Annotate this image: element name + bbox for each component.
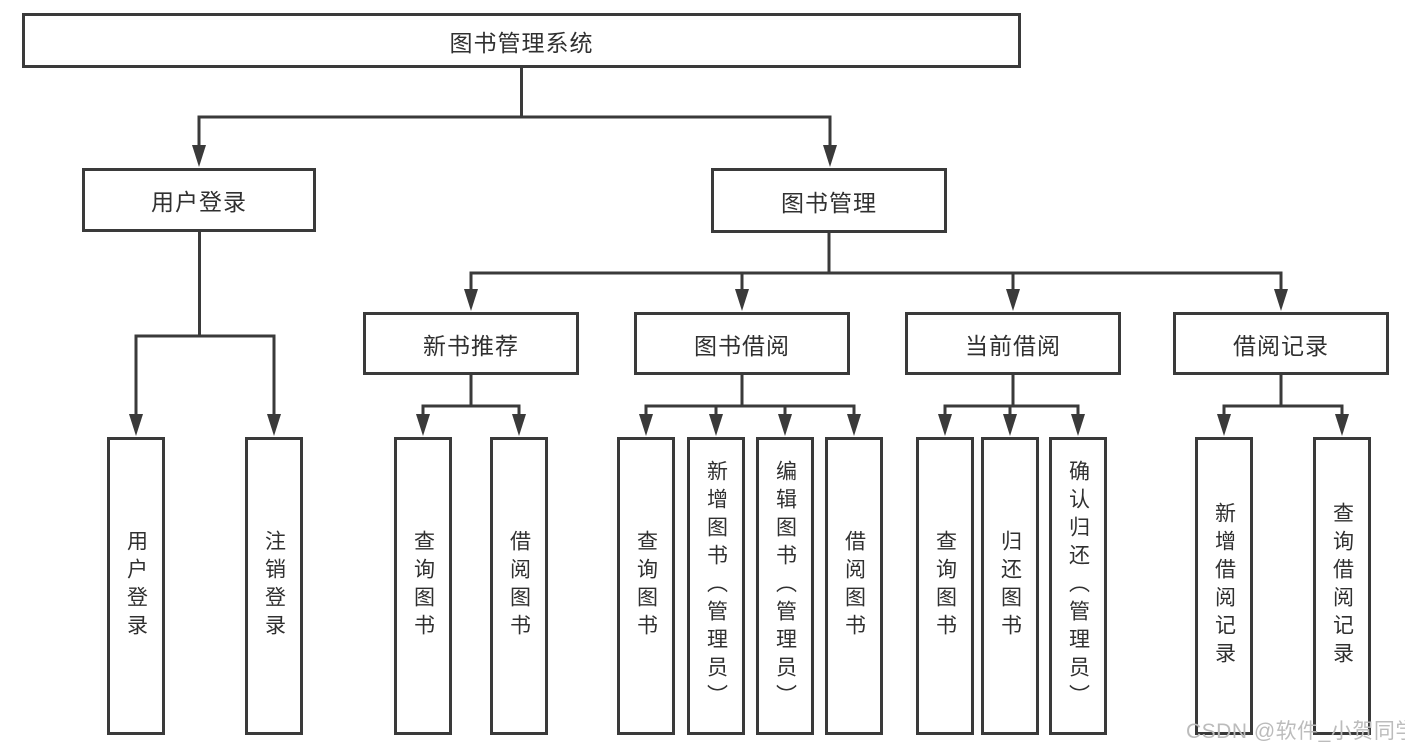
- arrowhead-icon: [847, 414, 861, 436]
- csdn-watermark: CSDN @软件_小贺同学: [1186, 720, 1405, 743]
- arrowhead-icon: [1217, 414, 1231, 436]
- connector-newbooks-to-leaves: [421, 375, 521, 416]
- connector-records-to-leaves: [1222, 375, 1344, 416]
- arrowhead-icon: [1071, 414, 1085, 436]
- connector-userlogin-to-leaves: [134, 232, 276, 416]
- arrowhead-icon: [267, 414, 281, 436]
- connector-paths: [134, 68, 1344, 416]
- node-new-book-recommendation: 新书推荐: [363, 312, 579, 375]
- arrowhead-icon: [938, 414, 952, 436]
- node-current-borrowing: 当前借阅: [905, 312, 1121, 375]
- node-borrowing-records: 借阅记录: [1173, 312, 1389, 375]
- connector-borrowing-to-leaves: [644, 375, 856, 416]
- arrowhead-icon: [512, 414, 526, 436]
- arrowhead-icon: [192, 145, 206, 167]
- leaf-confirm-return-admin: 确认归还（管理员）: [1049, 437, 1107, 735]
- node-book-management-module: 图书管理: [711, 168, 947, 233]
- node-library-management-system: 图书管理系统: [22, 13, 1021, 68]
- arrowhead-icon: [823, 145, 837, 167]
- leaf-user-login: 用户登录: [107, 437, 165, 735]
- arrowhead-icon: [416, 414, 430, 436]
- arrowhead-icon: [709, 414, 723, 436]
- connector-current-to-leaves: [943, 375, 1080, 416]
- leaf-query-books-borrowing: 查询图书: [617, 437, 675, 735]
- leaf-add-borrow-record: 新增借阅记录: [1195, 437, 1253, 735]
- node-user-login-module: 用户登录: [82, 168, 316, 232]
- connector-bookmgmt-to-level3: [469, 233, 1283, 291]
- arrowhead-icon: [1003, 414, 1017, 436]
- arrowhead-icon: [735, 289, 749, 311]
- leaf-query-books-newbooks: 查询图书: [394, 437, 452, 735]
- arrowhead-icon: [1274, 289, 1288, 311]
- leaf-logout: 注销登录: [245, 437, 303, 735]
- arrowhead-icon: [129, 414, 143, 436]
- leaf-edit-books-admin: 编辑图书（管理员）: [756, 437, 814, 735]
- arrowhead-icon: [639, 414, 653, 436]
- arrowhead-icon: [1335, 414, 1349, 436]
- leaf-query-borrow-record: 查询借阅记录: [1313, 437, 1371, 735]
- arrowheads: [129, 145, 1349, 436]
- arrowhead-icon: [464, 289, 478, 311]
- arrowhead-icon: [1006, 289, 1020, 311]
- leaf-add-books-admin: 新增图书（管理员）: [687, 437, 745, 735]
- leaf-borrow-books-newbooks: 借阅图书: [490, 437, 548, 735]
- leaf-borrow-books-borrowing: 借阅图书: [825, 437, 883, 735]
- leaf-return-books: 归还图书: [981, 437, 1039, 735]
- arrowhead-icon: [778, 414, 792, 436]
- node-book-borrowing: 图书借阅: [634, 312, 850, 375]
- connector-root-to-level2: [197, 68, 832, 147]
- leaf-query-books-current: 查询图书: [916, 437, 974, 735]
